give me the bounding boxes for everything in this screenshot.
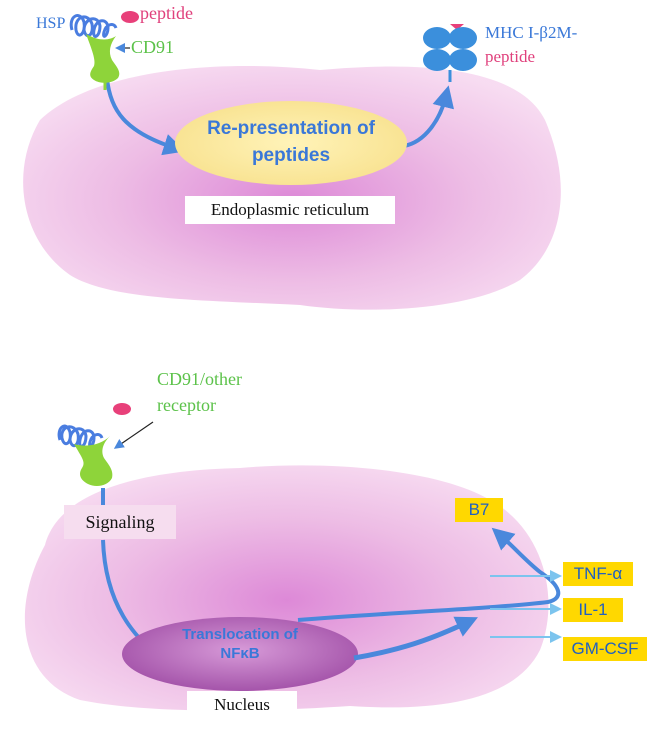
nucleus-arrow	[353, 616, 478, 661]
output-tnf-alpha: TNF-α	[563, 562, 633, 586]
er-box-label: Endoplasmic reticulum	[185, 196, 395, 224]
mhc-label-line2: peptide	[485, 47, 536, 66]
b7-arrow	[297, 527, 561, 622]
cd91-label: CD91	[131, 37, 175, 57]
cd91-receptor-icon	[86, 34, 120, 83]
er-title-line1: Re-presentation of	[207, 118, 375, 139]
mhc-complex-icon	[423, 24, 477, 82]
nucleus-title-line1: Translocation of	[182, 626, 298, 643]
receptor-label-line2: receptor	[157, 395, 216, 415]
top-arrow-to-mhc	[403, 85, 454, 148]
output-b7: B7	[455, 498, 503, 522]
output-il-1: IL-1	[563, 598, 623, 622]
receptor-bottom-icon	[74, 436, 113, 486]
output-gm-csf: GM-CSF	[563, 637, 647, 661]
hsp-label: HSP	[36, 15, 66, 32]
mhc-label-line1: MHC I-β2M-	[485, 23, 578, 42]
nucleus-ellipse	[122, 617, 358, 691]
er-ellipse	[175, 101, 407, 185]
receptor-label-line1: CD91/other	[157, 369, 242, 389]
nucleus-box-label: Nucleus	[187, 691, 297, 719]
nucleus-title-line2: NFκB	[220, 645, 260, 662]
receptor-pointer	[113, 421, 154, 449]
top-cell-membrane	[23, 65, 561, 310]
hsp-coil-icon	[69, 14, 118, 38]
peptide-icon	[121, 11, 139, 23]
signaling-label: Signaling	[64, 505, 176, 539]
hsp-coil-bottom-icon	[57, 424, 104, 448]
peptide-bottom-icon	[113, 403, 131, 415]
peptide-label: peptide	[140, 3, 193, 23]
top-arrow-to-er	[105, 77, 186, 156]
er-title-line2: peptides	[251, 145, 331, 166]
